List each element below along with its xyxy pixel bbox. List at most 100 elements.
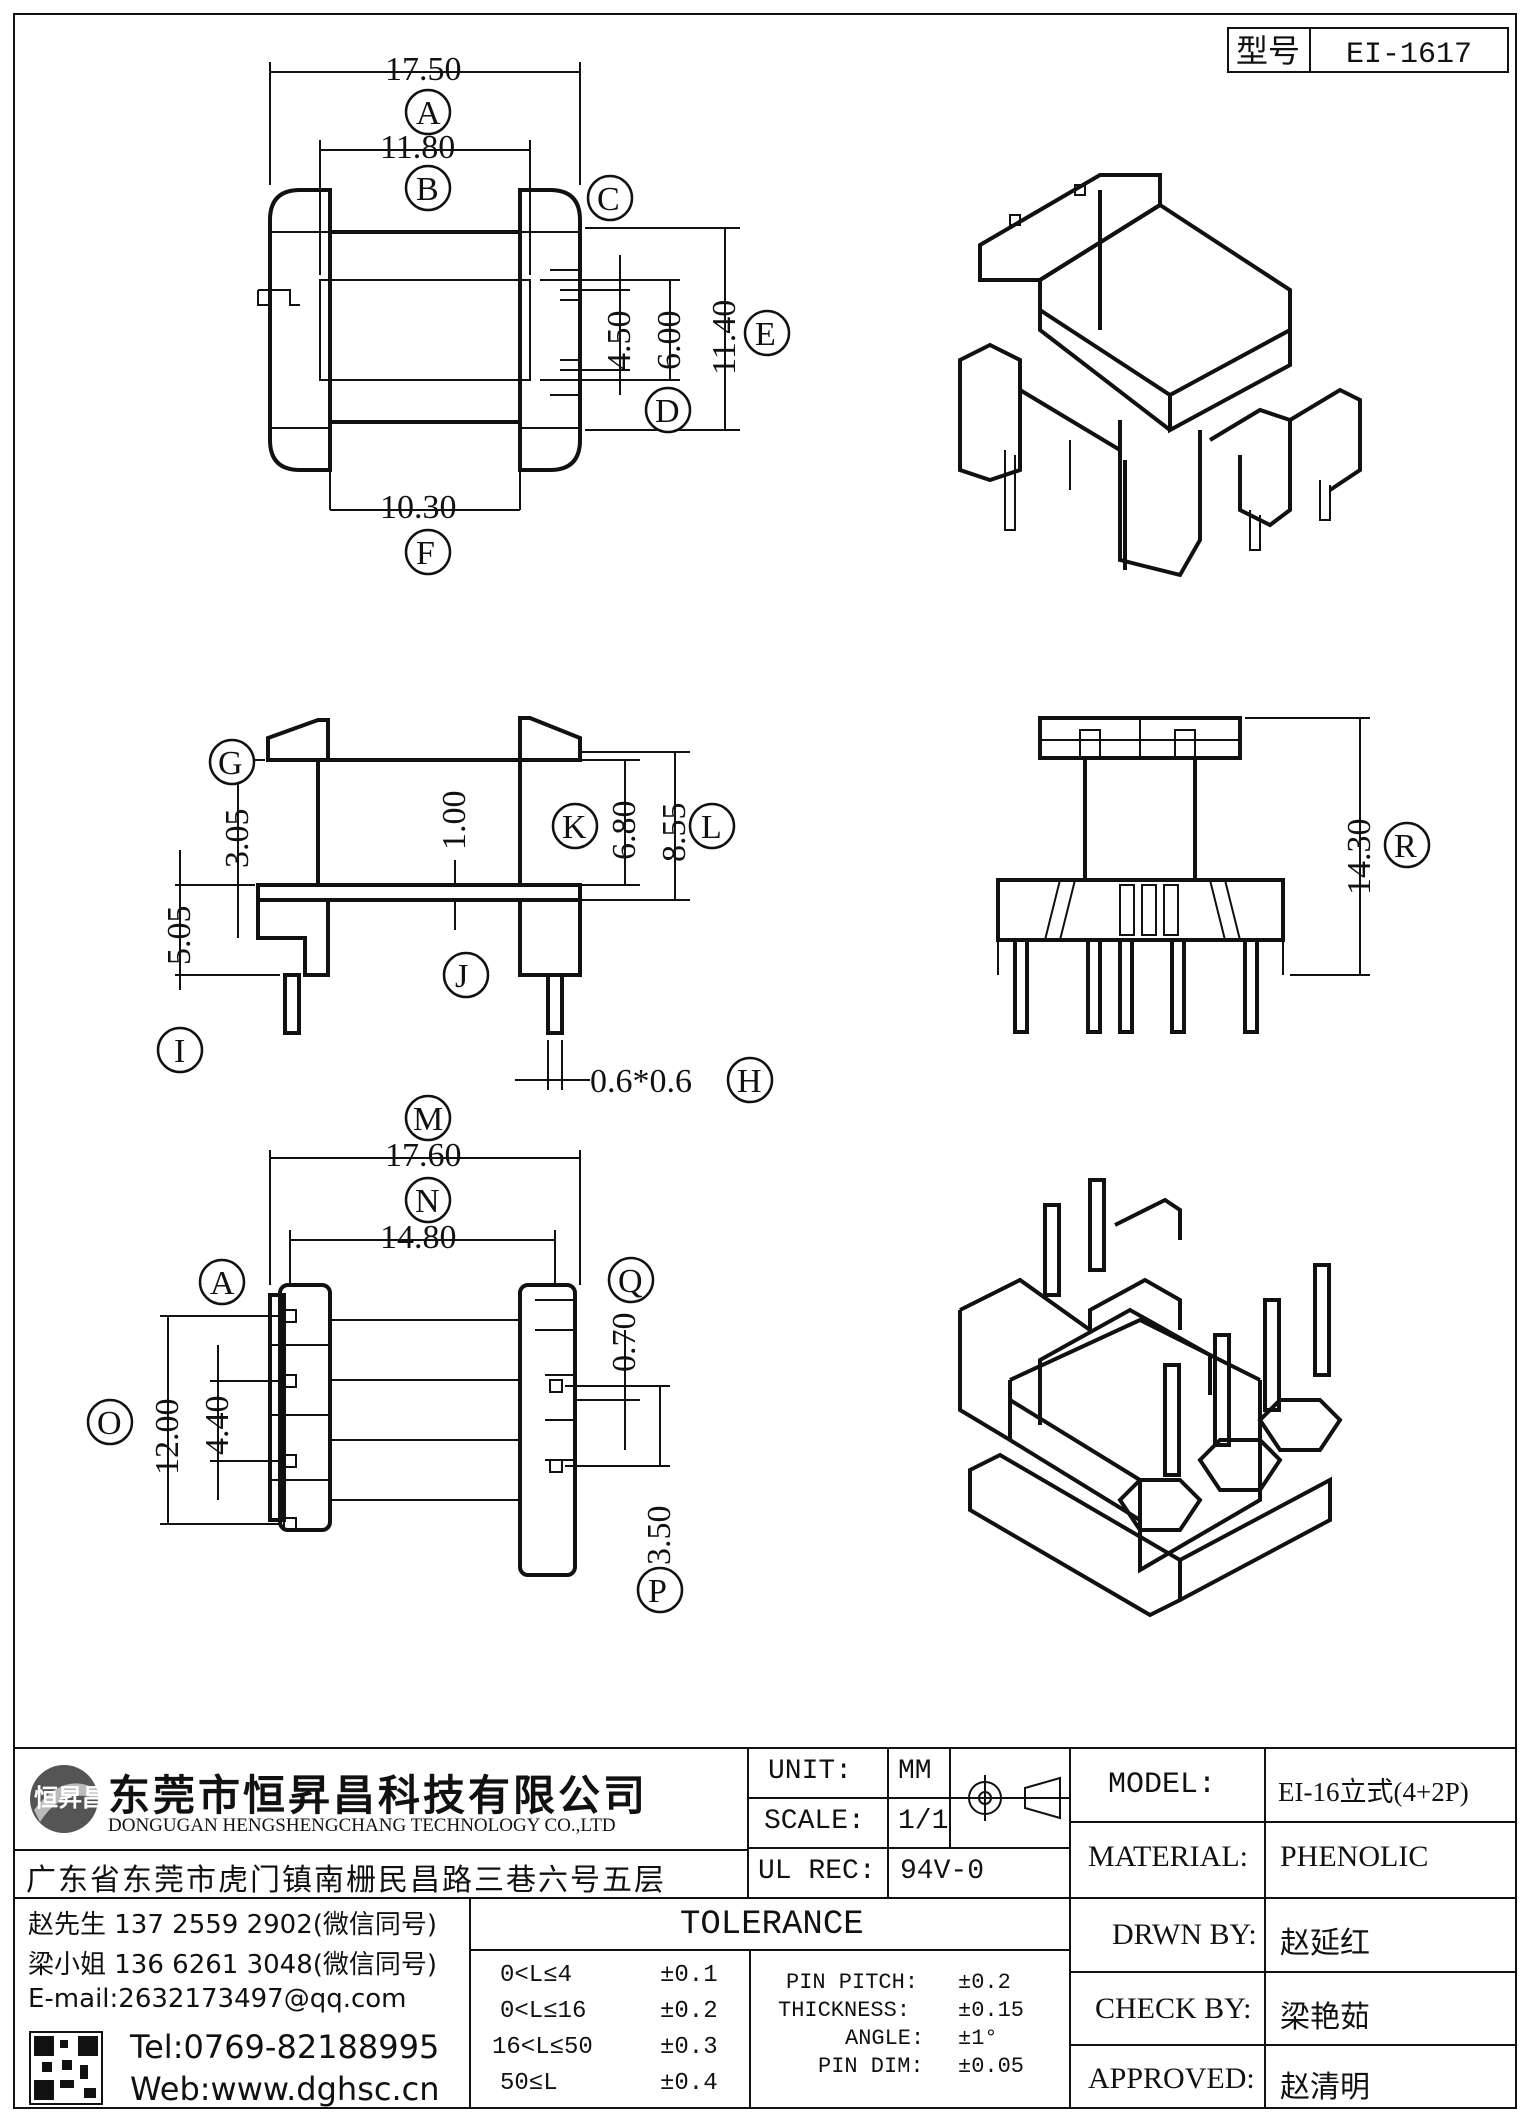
dim-R: 14.30 <box>1341 819 1378 896</box>
company-name-en: DONGUGAN HENGSHENGCHANG TECHNOLOGY CO.,L… <box>108 1815 616 1836</box>
tol-value-2: ±0.2 <box>660 1998 718 2025</box>
dim-N: 14.80 <box>380 1219 457 1256</box>
tol-extra-3-name: ANGLE: <box>845 2026 925 2051</box>
bottom-view-callouts: M N A Q O P <box>86 1094 684 1614</box>
callout-L: L <box>701 809 722 846</box>
model-box: 型号 EI-1617 <box>1227 27 1509 73</box>
front-view-dims: 14.30 R <box>1245 717 1431 976</box>
callout-P: P <box>648 1573 667 1610</box>
tol-extra-4-value: ±0.05 <box>958 2054 1025 2079</box>
top-view-dims: 17.50 11.80 11.40 6.00 4.50 10.30 <box>269 51 743 526</box>
dim-A: 17.50 <box>385 51 462 88</box>
tol-range-2: 0<L≤16 <box>500 1998 587 2025</box>
check-label: CHECK BY: <box>1095 1992 1252 2025</box>
tol-range-1: 0<L≤4 <box>500 1962 573 1989</box>
contact-web: Web:www.dghsc.cn <box>130 2070 440 2108</box>
dim-G: 3.05 <box>219 809 256 869</box>
front-view <box>996 716 1285 1034</box>
bottom-view-dims: 17.60 14.80 12.00 4.40 0.70 3.50 <box>149 1137 678 1565</box>
side-view-dims: 8.55 6.80 1.00 3.05 5.05 0.6*0.6 <box>161 751 693 1100</box>
tol-extra-2-name: THICKNESS: <box>778 1998 911 2023</box>
qr-code <box>29 2031 103 2105</box>
scale-value: 1/1 <box>898 1806 949 1837</box>
svg-text:恒昇昌: 恒昇昌 <box>34 1784 106 1812</box>
callout-I: I <box>174 1033 185 1070</box>
approved-label: APPROVED: <box>1088 2062 1255 2095</box>
tol-range-3: 16<L≤50 <box>492 2034 593 2061</box>
model-value: EI-16立式(4+2P) <box>1278 1777 1469 1807</box>
callout-O: O <box>97 1405 122 1442</box>
iso-view-top <box>958 173 1362 578</box>
top-view-callouts: A B C D E F <box>404 88 791 576</box>
tol-extra-3-value: ±1° <box>958 2026 998 2051</box>
tol-extra-4-name: PIN DIM: <box>818 2054 924 2079</box>
callout-B: B <box>416 171 439 208</box>
contact-email: E-mail:2632173497@qq.com <box>28 1984 407 2014</box>
tol-extra-1-value: ±0.2 <box>958 1970 1011 1995</box>
approved-value: 赵清明 <box>1280 2070 1370 2105</box>
tol-value-1: ±0.1 <box>660 1962 718 1989</box>
callout-E: E <box>755 316 776 353</box>
ul-value: 94V-0 <box>900 1856 985 1887</box>
callout-G: G <box>218 745 243 782</box>
tol-extra-1-name: PIN PITCH: <box>786 1970 919 1995</box>
top-view <box>257 188 582 510</box>
dim-O-pitch: 4.40 <box>199 1396 236 1456</box>
callout-R: R <box>1394 828 1417 865</box>
callout-A2: A <box>210 1265 235 1302</box>
dim-Q: 0.70 <box>606 1313 643 1373</box>
iso-view-bottom <box>958 1178 1343 1618</box>
dim-D2: 6.00 <box>651 311 688 371</box>
model-box-label: 型号 <box>1236 32 1300 70</box>
tol-extra-2-value: ±0.15 <box>958 1998 1025 2023</box>
material-label: MATERIAL: <box>1088 1840 1248 1873</box>
dim-I: 5.05 <box>161 906 198 966</box>
callout-N: N <box>415 1183 440 1220</box>
ul-label: UL REC: <box>758 1856 876 1887</box>
dim-J: 1.00 <box>436 791 473 851</box>
tol-value-3: ±0.3 <box>660 2034 718 2061</box>
tol-value-4: ±0.4 <box>660 2070 718 2097</box>
check-value: 梁艳茹 <box>1280 2000 1370 2035</box>
drawn-label: DRWN BY: <box>1112 1918 1257 1951</box>
model-label: MODEL: <box>1108 1768 1217 1802</box>
company-name-cn: 东莞市恒昇昌科技有限公司 <box>108 1771 649 1820</box>
unit-label: UNIT: <box>768 1756 853 1787</box>
projection-symbol-icon <box>960 1775 1061 1821</box>
callout-K: K <box>562 809 587 846</box>
tol-range-4: 50≤L <box>500 2070 558 2097</box>
side-view-callouts: G I J K L H <box>156 738 774 1104</box>
dim-E: 11.40 <box>706 300 743 375</box>
drawn-value: 赵延红 <box>1280 1926 1370 1961</box>
dim-L: 8.55 <box>656 803 693 863</box>
dim-K: 6.80 <box>606 801 643 861</box>
callout-F: F <box>416 535 435 572</box>
dim-B: 11.80 <box>380 129 455 166</box>
callout-C: C <box>597 181 620 218</box>
callout-A: A <box>416 95 441 132</box>
contact-1: 赵先生 137 2559 2902(微信同号) <box>28 1910 438 1940</box>
scale-label: SCALE: <box>764 1806 865 1837</box>
callout-H: H <box>737 1063 762 1100</box>
company-logo: 恒昇昌 <box>30 1765 106 1833</box>
title-block <box>13 1747 1517 2109</box>
dim-O: 12.00 <box>149 1399 186 1476</box>
dim-P: 3.50 <box>641 1506 678 1566</box>
dim-H: 0.6*0.6 <box>590 1063 692 1100</box>
dim-D1: 4.50 <box>601 311 638 371</box>
side-view <box>256 716 582 1035</box>
tolerance-title: TOLERANCE <box>680 1906 864 1944</box>
dim-M: 17.60 <box>385 1137 462 1174</box>
callout-D: D <box>655 393 680 430</box>
dim-F: 10.30 <box>380 489 457 526</box>
callout-Q: Q <box>618 1263 643 1300</box>
contact-2: 梁小姐 136 6261 3048(微信同号) <box>28 1950 438 1980</box>
company-address: 广东省东莞市虎门镇南栅民昌路三巷六号五层 <box>26 1863 666 1898</box>
unit-value: MM <box>898 1756 932 1787</box>
model-box-value: EI-1617 <box>1346 38 1472 72</box>
material-value: PHENOLIC <box>1280 1840 1429 1873</box>
callout-J: J <box>455 958 468 995</box>
bottom-view <box>268 1283 577 1577</box>
contact-tel: Tel:0769-82188995 <box>130 2028 440 2066</box>
